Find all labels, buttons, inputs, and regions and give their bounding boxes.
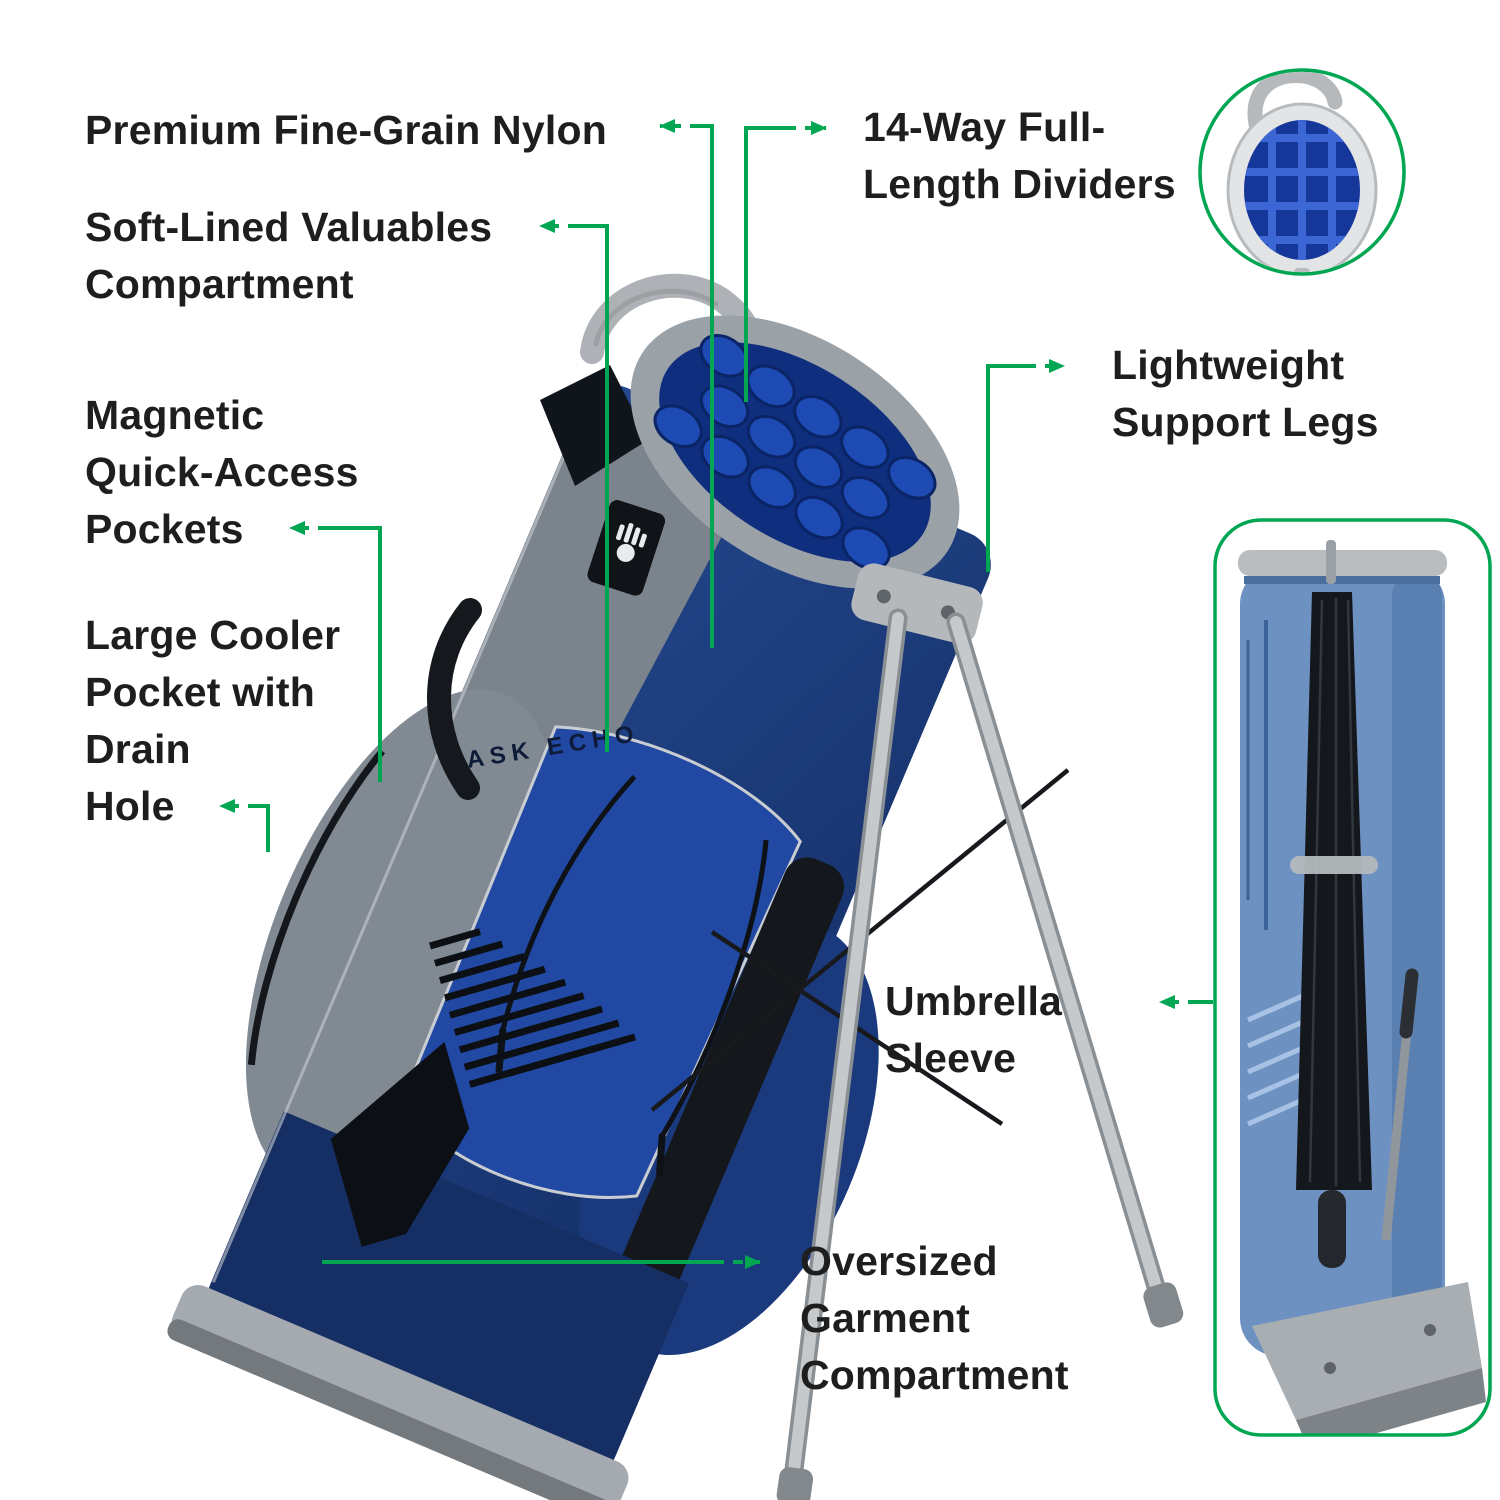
callout-connectors [219,119,1213,1269]
umbrella-tip [1326,540,1336,584]
front-zipper [500,774,637,1031]
stand-legs [650,563,1184,1500]
leg-foot [776,1467,814,1500]
bag-lower-section [193,1111,689,1495]
callout-support-legs: Lightweight Support Legs [1112,342,1379,445]
connector-dividers [744,126,786,402]
umbrella-sleeve-inset [1213,518,1492,1437]
golf-bag: ASK ECHO [167,273,1184,1500]
umbrella [1296,592,1372,1190]
connector-legs [986,364,1026,572]
cooler-zipper [247,748,386,1066]
inset-stand-base [1252,1282,1482,1420]
inset-circle-border [1198,68,1406,276]
callout-14-way-dividers: 14-Way Full- Length Dividers [863,104,1176,207]
connector-valuables [578,224,609,752]
inset-rect-border [1213,518,1492,1437]
leg-foot [1143,1282,1184,1328]
connector-nylon [700,124,714,648]
umbrella-strap [1290,856,1378,874]
dividers-top-view-inset [1198,68,1406,276]
shoulder-strap [427,598,482,800]
zipper-pull [656,1132,666,1177]
callout-garment-compartment: Oversized Garment Compartment [800,1238,1069,1398]
bag-base-edge [167,1319,616,1500]
left-leg [786,612,904,1492]
brand-logo-icon [330,928,636,1247]
inset-handle [1247,72,1343,140]
connector-magnetic [328,526,382,782]
silver-piping [211,439,573,1283]
cooler-pocket [245,689,556,1187]
connector-cooler [258,804,270,852]
valuables-pocket [540,365,648,486]
callout-magnetic-pockets: Magnetic Quick-Access Pockets [85,392,359,552]
bag-base [171,1284,629,1500]
callout-umbrella-sleeve: Umbrella Sleeve [885,978,1063,1081]
umbrella-handle [1318,1190,1346,1268]
front-zipper [660,839,769,1138]
golf-club [1381,1019,1413,1241]
callout-premium-nylon: Premium Fine-Grain Nylon [85,107,607,153]
right-leg [950,616,1166,1306]
callout-cooler-pocket: Large Cooler Pocket with Drain Hole [85,612,341,829]
inset-bag-rim [1238,550,1447,576]
callout-valuables-compartment: Soft-Lined Valuables Compartment [85,204,493,307]
side-pocket-strip [606,857,845,1328]
